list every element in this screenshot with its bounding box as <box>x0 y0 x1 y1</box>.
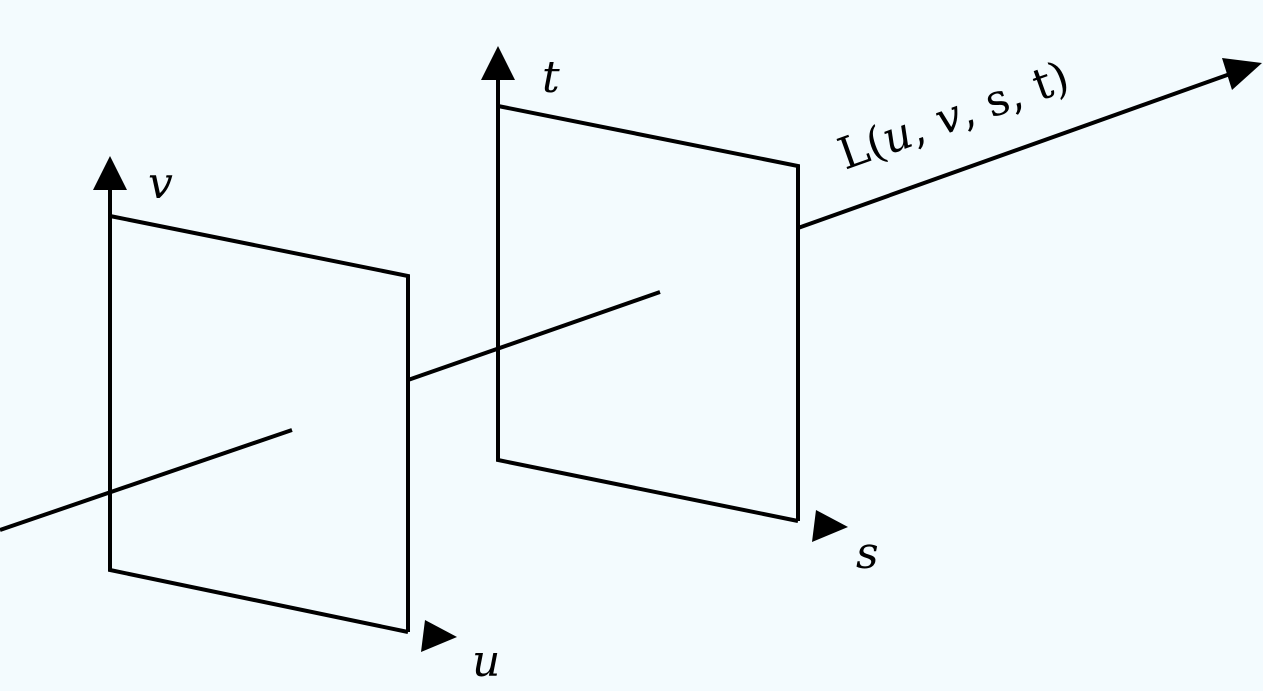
st-plane-far-edge <box>497 104 800 521</box>
ray-arrowhead <box>1222 58 1262 90</box>
ray-function-text: L(u, v, s, t) <box>832 51 1076 180</box>
ray-segment-between-planes <box>407 290 661 382</box>
s-axis-label: s <box>856 528 879 579</box>
s-axis-arrowhead <box>812 510 848 542</box>
uv-plane <box>93 156 457 652</box>
uv-plane-frame <box>108 180 409 634</box>
t-axis-arrowhead <box>481 46 515 80</box>
t-axis-label: t <box>542 52 560 103</box>
ray-segment-incoming <box>0 428 293 532</box>
u-axis-label: u <box>472 636 500 687</box>
v-axis-arrowhead <box>93 156 127 190</box>
uv-plane-far-edge <box>109 214 410 632</box>
st-plane <box>481 46 848 542</box>
v-axis-label: v <box>148 158 173 209</box>
ray-function-label: L(u, v, s, t) <box>832 51 1076 180</box>
st-plane-frame <box>496 70 799 523</box>
ray-segment-outgoing <box>797 72 1231 230</box>
u-axis-arrowhead <box>421 620 457 652</box>
